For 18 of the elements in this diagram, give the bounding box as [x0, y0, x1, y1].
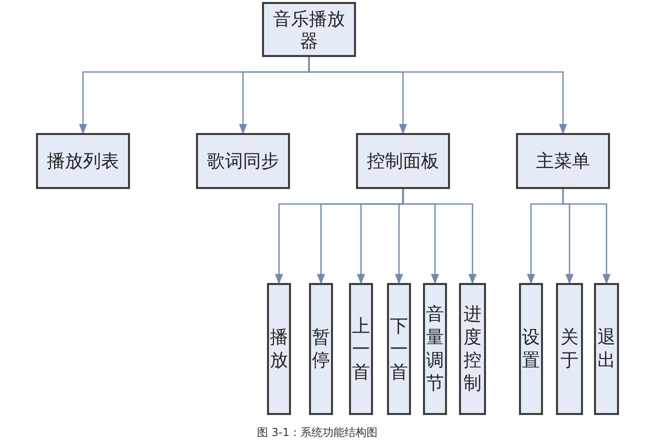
- function-box: 播放: [267, 283, 291, 415]
- arrow: [402, 189, 476, 284]
- arrow: [308, 57, 567, 134]
- module-box: 歌词同步: [196, 133, 290, 189]
- function-box: 音量调节: [423, 283, 447, 415]
- function-box: 设置: [519, 283, 543, 415]
- module-box: 主菜单: [516, 133, 610, 189]
- function-box: 上一首: [349, 283, 373, 415]
- function-box: 下一首: [387, 283, 411, 415]
- figure-caption: 图 3-1：系统功能结构图: [257, 425, 378, 440]
- function-box: 关于: [556, 283, 583, 415]
- arrow: [562, 189, 610, 284]
- function-box: 进度控制: [459, 283, 486, 415]
- function-box: 暂停: [309, 283, 333, 415]
- module-box: 播放列表: [36, 133, 130, 189]
- module-box: 音乐播放器: [262, 2, 356, 57]
- function-box: 退出: [594, 283, 619, 415]
- module-box: 控制面板: [356, 133, 450, 189]
